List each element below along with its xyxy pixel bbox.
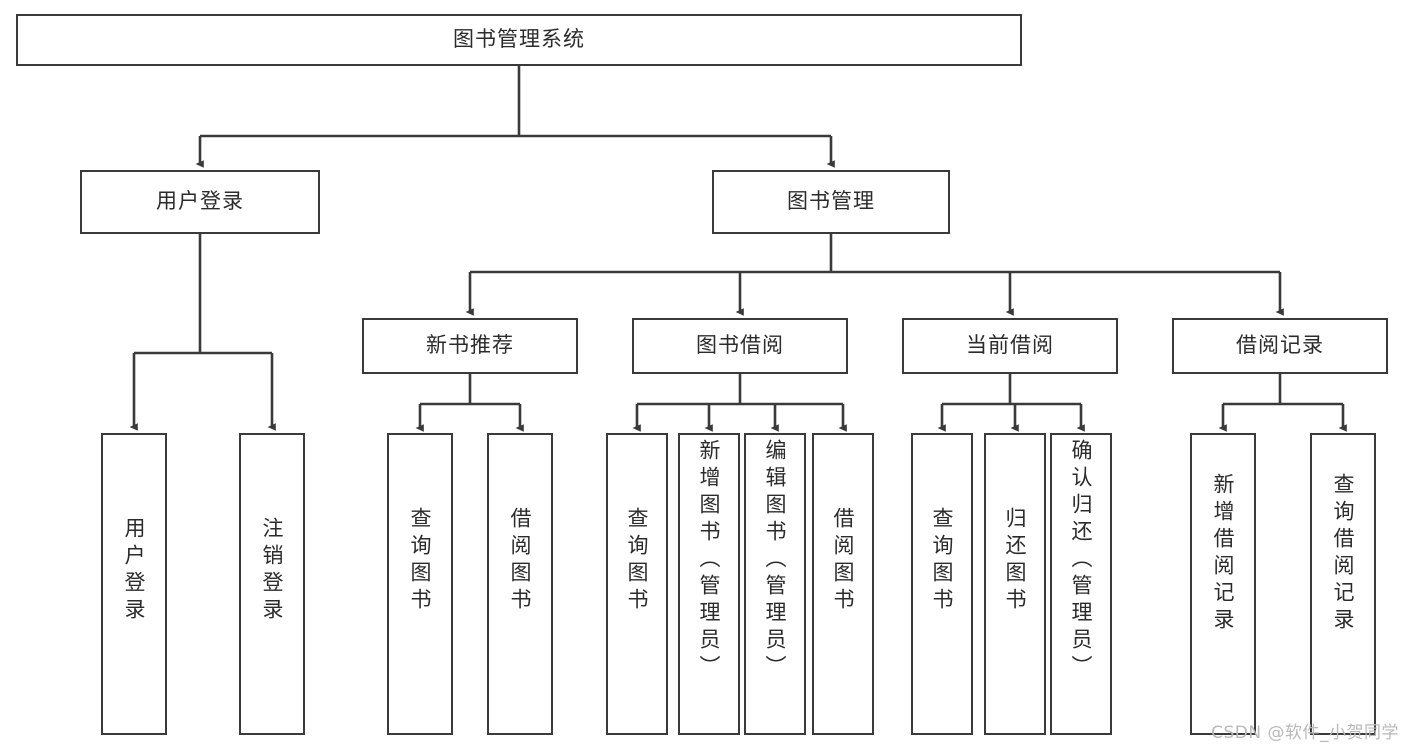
leaf-query-book[interactable]: 查询图书 [606,433,668,735]
leaf-add-borrow-record-label: 新增借阅记录 [1211,473,1236,635]
node-root[interactable]: 图书管理系统 [16,14,1022,66]
leaf-query-book-current-label: 查询图书 [930,507,955,615]
leaf-confirm-return-admin-label: 确认归还（管理员） [1069,439,1094,682]
node-current-borrow[interactable]: 当前借阅 [902,318,1118,374]
leaf-edit-book-admin-label: 编辑图书（管理员） [763,439,788,682]
leaf-add-borrow-record[interactable]: 新增借阅记录 [1190,433,1256,735]
leaf-edit-book-admin[interactable]: 编辑图书（管理员） [744,433,806,735]
leaf-query-borrow-record[interactable]: 查询借阅记录 [1310,433,1376,735]
node-user-login-label: 用户登录 [156,189,244,214]
watermark: CSDN @软件_小贺同学 [1211,723,1399,743]
leaf-user-login-label: 用户登录 [122,517,147,625]
node-user-login[interactable]: 用户登录 [80,170,320,234]
node-borrow-record[interactable]: 借阅记录 [1172,318,1388,374]
leaf-borrow-book[interactable]: 借阅图书 [812,433,874,735]
leaf-query-book-recommend-label: 查询图书 [408,507,433,615]
leaf-borrow-book-recommend[interactable]: 借阅图书 [487,433,553,735]
node-root-label: 图书管理系统 [453,27,585,52]
leaf-borrow-book-recommend-label: 借阅图书 [508,507,533,615]
node-current-borrow-label: 当前借阅 [966,333,1054,358]
leaf-query-book-current[interactable]: 查询图书 [911,433,973,735]
leaf-add-book-admin[interactable]: 新增图书（管理员） [678,433,740,735]
node-book-management-label: 图书管理 [787,189,875,214]
leaf-borrow-book-label: 借阅图书 [831,507,856,615]
leaf-logout-label: 注销登录 [260,517,285,625]
node-new-book-recommend-label: 新书推荐 [426,333,514,358]
leaf-return-book-label: 归还图书 [1003,507,1028,615]
leaf-confirm-return-admin[interactable]: 确认归还（管理员） [1050,433,1112,735]
node-book-management[interactable]: 图书管理 [712,170,950,234]
leaf-return-book[interactable]: 归还图书 [984,433,1046,735]
node-book-borrow[interactable]: 图书借阅 [632,318,848,374]
leaf-query-borrow-record-label: 查询借阅记录 [1331,473,1356,635]
leaf-query-book-recommend[interactable]: 查询图书 [387,433,453,735]
node-book-borrow-label: 图书借阅 [696,333,784,358]
node-borrow-record-label: 借阅记录 [1236,333,1324,358]
node-new-book-recommend[interactable]: 新书推荐 [362,318,578,374]
leaf-logout[interactable]: 注销登录 [239,433,305,735]
leaf-add-book-admin-label: 新增图书（管理员） [697,439,722,682]
leaf-user-login[interactable]: 用户登录 [101,433,167,735]
leaf-query-book-label: 查询图书 [625,507,650,615]
